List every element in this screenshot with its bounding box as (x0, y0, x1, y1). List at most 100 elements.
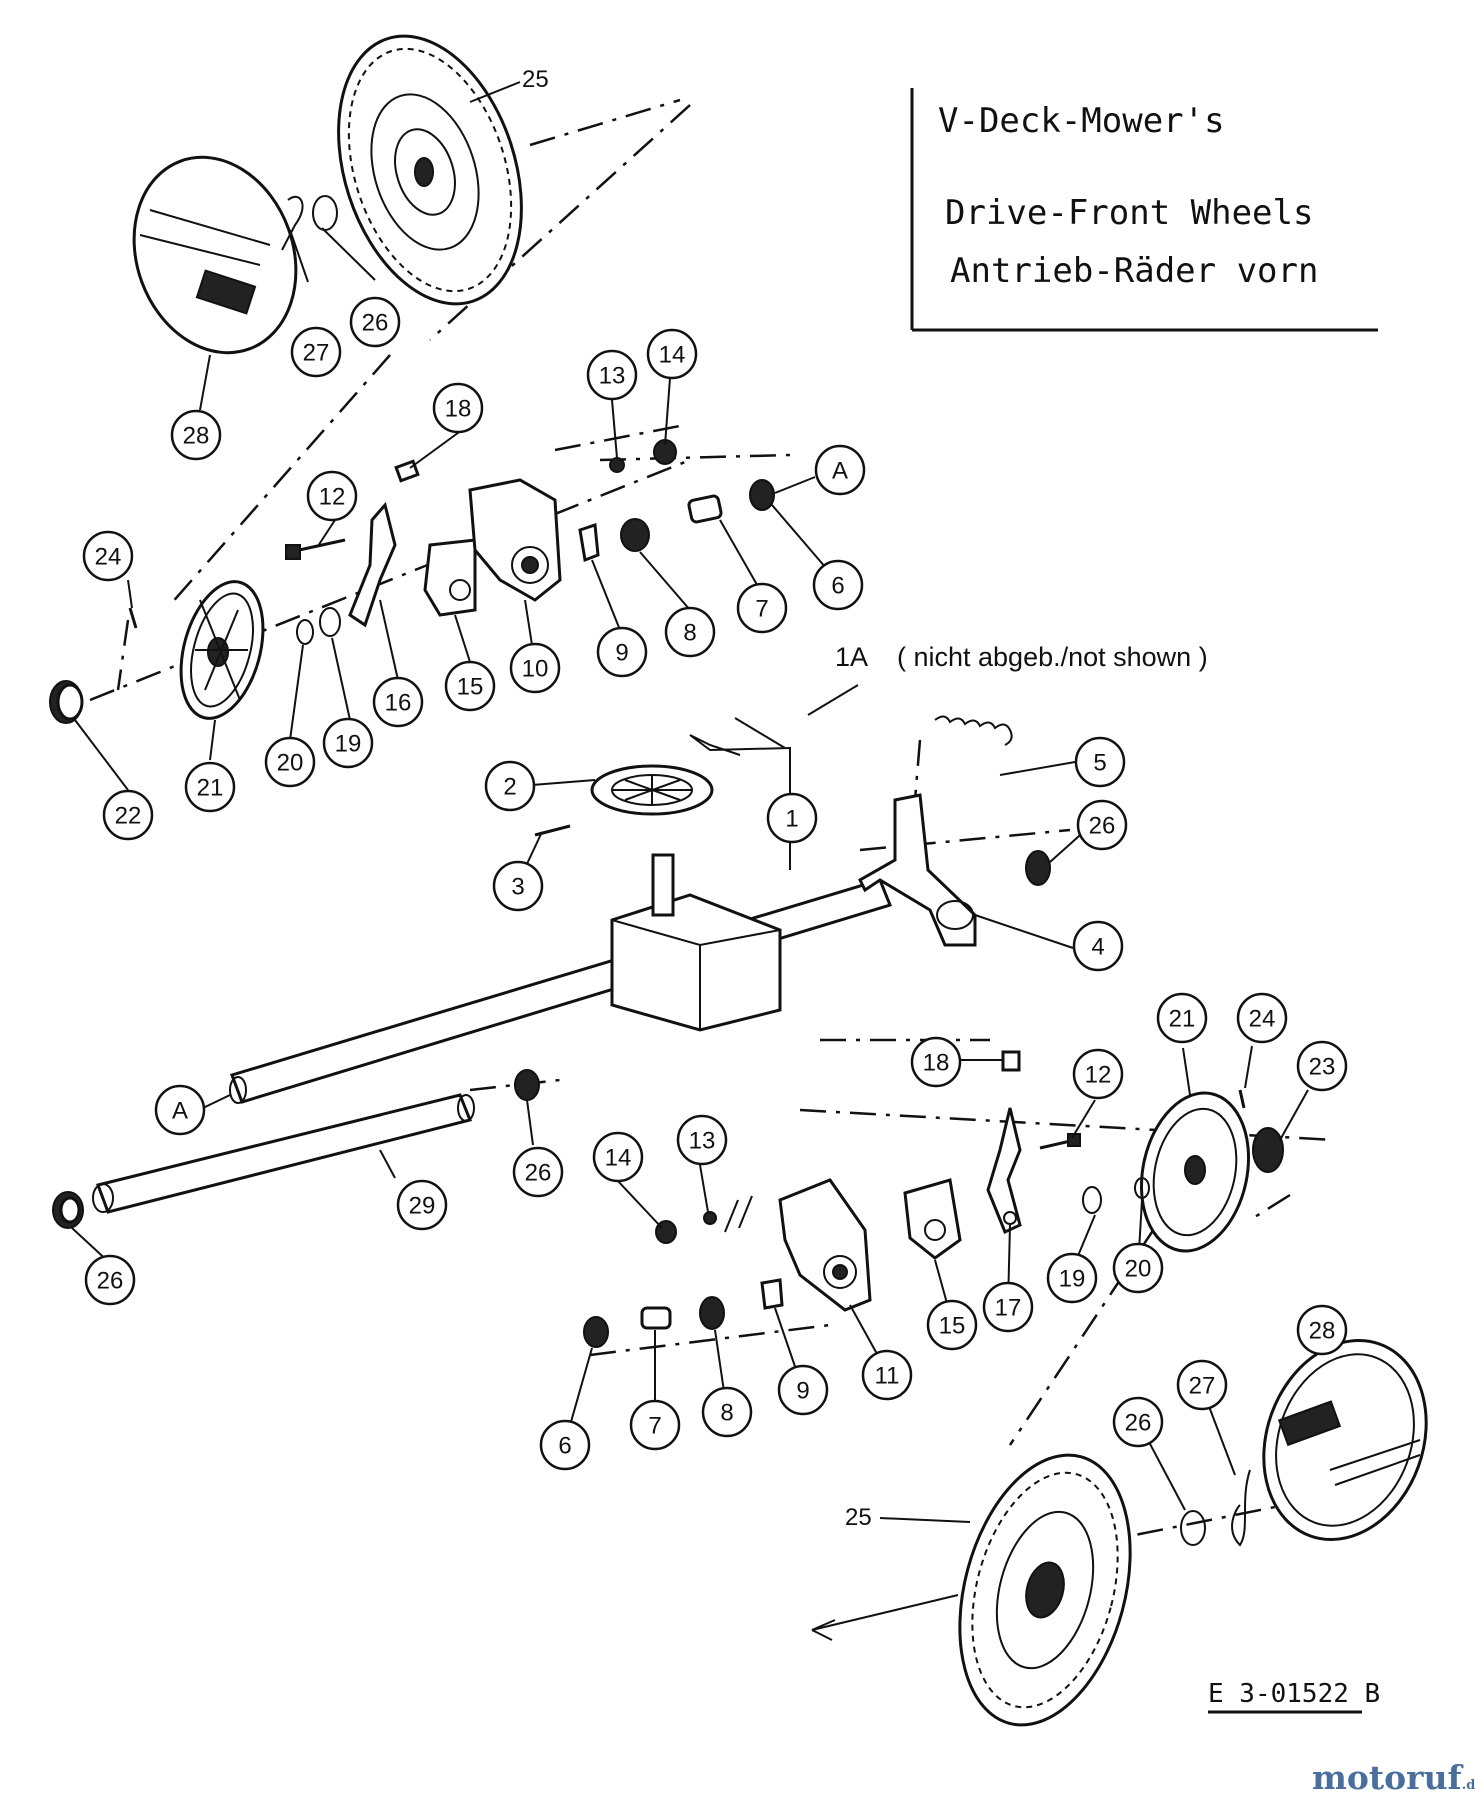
part-bubble-26-top: 26 (349, 296, 401, 348)
part-label-25-bottom: 25 (845, 1504, 872, 1531)
upper-drive-parts (49, 439, 775, 724)
part-bubble-15-top: 15 (444, 660, 496, 712)
svg-text:1: 1 (785, 806, 798, 833)
part-bubble-A-bottom: A (154, 1084, 206, 1136)
svg-text:8: 8 (720, 1400, 733, 1427)
part-bubble-24-top: 24 (82, 530, 134, 582)
svg-text:15: 15 (939, 1313, 966, 1340)
svg-text:13: 13 (599, 363, 626, 390)
motoruf-logo: motoruf.de (1312, 1758, 1475, 1797)
svg-text:10: 10 (522, 656, 549, 683)
part-bubble-19-top: 19 (322, 717, 374, 769)
part-bubble-3: 3 (492, 860, 544, 912)
svg-text:8: 8 (683, 620, 696, 647)
part-bubble-12-bottom: 12 (1072, 1048, 1124, 1100)
svg-text:12: 12 (319, 484, 346, 511)
part-bubble-9-bottom: 9 (777, 1364, 829, 1416)
svg-text:7: 7 (755, 596, 768, 623)
svg-text:5: 5 (1093, 750, 1106, 777)
svg-text:15: 15 (457, 674, 484, 701)
part-bubble-8-bottom: 8 (701, 1386, 753, 1438)
svg-text:A: A (832, 458, 848, 485)
part-bubble-6-bottom: 6 (539, 1419, 591, 1471)
svg-text:6: 6 (558, 1433, 571, 1460)
svg-text:26: 26 (97, 1268, 124, 1295)
svg-text:3: 3 (511, 874, 524, 901)
svg-text:21: 21 (1169, 1006, 1196, 1033)
svg-text:27: 27 (1189, 1373, 1216, 1400)
svg-text:20: 20 (277, 750, 304, 777)
part-bubble-18-top: 18 (432, 382, 484, 434)
svg-text:2: 2 (503, 774, 516, 801)
part-bubble-2: 2 (484, 760, 536, 812)
part-bubble-28-bottom: 28 (1296, 1304, 1348, 1356)
drawing-code: E 3-01522 B (1208, 1679, 1380, 1714)
part-bubble-26-bottom: 26 (1112, 1396, 1164, 1448)
svg-text:11: 11 (875, 1363, 900, 1390)
svg-text:29: 29 (409, 1193, 436, 1220)
part-bubble-6-top: 6 (812, 559, 864, 611)
logo-suffix: .de (1461, 1778, 1475, 1793)
part-bubble-21-bottom: 21 (1156, 992, 1208, 1044)
svg-text:4: 4 (1091, 934, 1104, 961)
part-bubble-24-bottom: 24 (1236, 992, 1288, 1044)
part-bubble-26-tube-left: 26 (84, 1254, 136, 1306)
svg-text:24: 24 (95, 544, 122, 571)
svg-text:19: 19 (1059, 1266, 1086, 1293)
logo-main: motoruf (1312, 1758, 1462, 1797)
svg-text:18: 18 (445, 396, 472, 423)
part-bubble-27-top: 27 (290, 326, 342, 378)
part-bubble-23: 23 (1296, 1040, 1348, 1092)
part-bubble-14-top: 14 (646, 328, 698, 380)
lower-pin-27 (1231, 1469, 1251, 1547)
part-callouts: 25 26 27 28 13 14 18 12 A 24 6 7 8 9 10 … (82, 66, 1348, 1531)
part-bubble-16-top: 16 (372, 676, 424, 728)
bracket-and-spring (858, 715, 1051, 947)
part-bubble-20-bottom: 20 (1112, 1242, 1164, 1294)
lower-washer-26 (1180, 1510, 1206, 1546)
title-line-2: Drive-Front Wheels (945, 193, 1313, 233)
lower-wheel (958, 1453, 1132, 1727)
svg-text:27: 27 (303, 340, 330, 367)
part-bubble-14-bottom: 14 (592, 1131, 644, 1183)
part-bubble-A-top: A (814, 444, 866, 496)
lower-hub-cap (1262, 1339, 1428, 1541)
svg-text:28: 28 (1309, 1318, 1336, 1345)
svg-text:7: 7 (648, 1413, 661, 1440)
part-bubble-7-top: 7 (736, 582, 788, 634)
title-line-3: Antrieb-Räder vorn (950, 251, 1318, 291)
part-bubble-27-bottom: 27 (1176, 1359, 1228, 1411)
part-bubble-20-top: 20 (264, 736, 316, 788)
part-bubble-7-bottom: 7 (629, 1399, 681, 1451)
svg-text:19: 19 (335, 731, 362, 758)
upper-pin-27 (281, 195, 304, 251)
part-bubble-29: 29 (396, 1179, 448, 1231)
svg-text:21: 21 (197, 775, 224, 802)
drawing-code-text: E 3-01522 B (1208, 1679, 1380, 1709)
svg-text:9: 9 (615, 640, 628, 667)
svg-text:26: 26 (1089, 813, 1116, 840)
transmission (229, 764, 892, 1104)
svg-text:28: 28 (183, 423, 210, 450)
part-label-25-top: 25 (522, 66, 549, 93)
upper-wheel (337, 34, 523, 306)
svg-text:14: 14 (659, 342, 686, 369)
not-shown-note: 1A ( nicht abgeb./not shown ) (835, 642, 1208, 672)
part-bubble-13-top: 13 (586, 349, 638, 401)
part-bubble-18-bottom: 18 (910, 1036, 962, 1088)
part-bubble-26-tube-right: 26 (512, 1146, 564, 1198)
note-ref: 1A (835, 642, 868, 672)
part-bubble-10-top: 10 (509, 642, 561, 694)
svg-text:6: 6 (831, 573, 844, 600)
svg-text:26: 26 (362, 310, 389, 337)
svg-text:20: 20 (1125, 1256, 1152, 1283)
svg-text:13: 13 (689, 1128, 716, 1155)
part-bubble-8-top: 8 (664, 606, 716, 658)
part-bubble-4: 4 (1072, 920, 1124, 972)
part-bubble-13-bottom: 13 (676, 1114, 728, 1166)
svg-text:23: 23 (1309, 1054, 1336, 1081)
title-line-1: V-Deck-Mower's (938, 101, 1225, 141)
part-bubble-9-top: 9 (596, 626, 648, 678)
center-lines (89, 98, 1336, 1542)
upper-washer-26 (312, 195, 338, 231)
